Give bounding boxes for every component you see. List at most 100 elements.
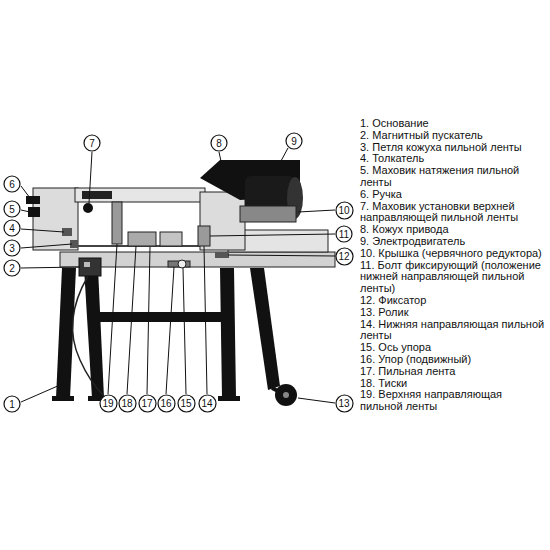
callout-number: 5 <box>9 204 15 215</box>
vise <box>128 232 156 246</box>
right-rear-leg <box>250 268 280 390</box>
part-name: 9. Электродвигатель <box>360 236 546 248</box>
part-name: 4. Толкатель <box>360 153 546 165</box>
callout-number: 16 <box>160 398 171 409</box>
callout-number: 1 <box>9 399 15 410</box>
leader-line <box>298 398 335 403</box>
part-name: 11. Болт фиксирующий (положение нижней н… <box>360 260 546 295</box>
callout-number: 18 <box>121 398 132 409</box>
callout-circle: 13 <box>335 394 354 413</box>
callout-number: 8 <box>216 138 222 149</box>
callout-number: 4 <box>9 223 15 234</box>
circle-shape <box>4 396 20 412</box>
leader-line <box>21 186 30 198</box>
callout-circle: 2 <box>3 259 21 277</box>
leader-line <box>21 267 80 268</box>
name-plate <box>82 191 112 199</box>
callout-number: 10 <box>338 205 349 216</box>
leader-line <box>21 244 72 248</box>
callout-circle: 3 <box>3 239 21 257</box>
part-name: 2. Магнитный пускатель <box>360 130 546 142</box>
parts-legend: 1. Основание2. Магнитный пускатель3. Пет… <box>360 118 546 413</box>
callout-circle: 19 <box>99 394 118 413</box>
part-name: 10. Крышка (червячного редуктора) <box>360 248 546 260</box>
magnetic-starter <box>79 258 101 276</box>
circle-shape <box>100 395 117 412</box>
vise-jaw <box>160 232 182 246</box>
part-name: 3. Петля кожуха пильной ленты <box>360 142 546 154</box>
callout-number: 19 <box>102 398 113 409</box>
callout-circle: 14 <box>198 394 217 413</box>
leader-line <box>127 246 136 394</box>
callout-number: 9 <box>291 136 297 147</box>
part-name: 15. Ось упора <box>360 342 546 354</box>
circle-shape <box>4 260 20 276</box>
circle-shape <box>286 133 302 149</box>
callout-circle: 1 <box>3 395 21 413</box>
top-beam <box>75 188 205 202</box>
foot-plate <box>52 396 74 401</box>
part-name: 1. Основание <box>360 118 546 130</box>
leader-line <box>89 152 92 203</box>
part-name: 14. Нижняя направляющая пильной ленты <box>360 319 546 343</box>
callout-number: 2 <box>9 263 15 274</box>
part-name: 18. Тиски <box>360 378 546 390</box>
left-rear-leg <box>84 268 104 398</box>
callout-number: 13 <box>338 398 349 409</box>
circle-shape <box>336 248 353 265</box>
callout-number: 15 <box>180 398 191 409</box>
leader-lines <box>21 148 335 403</box>
leader-line <box>275 148 288 172</box>
circle-shape <box>139 395 156 412</box>
starter-button <box>84 262 90 267</box>
work-stop <box>168 261 190 267</box>
leader-line <box>210 234 335 236</box>
circle-shape <box>178 395 195 412</box>
circle-shape <box>336 226 352 242</box>
callout-number: 3 <box>9 243 15 254</box>
part-name: 17. Пильная лента <box>360 366 546 378</box>
roller-wheel <box>275 384 297 406</box>
lock <box>215 252 229 258</box>
circle-shape <box>211 135 227 151</box>
power-cable <box>73 276 104 396</box>
callout-circle: 7 <box>83 134 101 152</box>
stop-axle <box>178 260 186 268</box>
circle-shape <box>158 395 175 412</box>
callout-circle: 8 <box>210 134 228 152</box>
leader-line <box>147 247 150 394</box>
callout-circle: 9 <box>285 132 303 150</box>
callout-circle: 15 <box>177 394 196 413</box>
part-name: 6. Ручка <box>360 189 546 201</box>
callout-circle: 12 <box>335 247 354 266</box>
callout-circle: 5 <box>3 200 21 218</box>
circle-shape <box>4 201 20 217</box>
callout-number: 6 <box>9 179 15 190</box>
right-front-leg <box>220 268 236 398</box>
leader-line <box>21 210 30 212</box>
circle-shape <box>4 220 20 236</box>
leader-line <box>108 244 117 394</box>
wheel-hub <box>283 392 289 398</box>
part-name: 19. Верхняя направляющая пильной ленты <box>360 389 546 413</box>
part-name: 5. Маховик натяжения пильной ленты <box>360 165 546 189</box>
gearbox-cover <box>240 206 296 222</box>
handle <box>26 196 40 204</box>
leader-line <box>228 255 335 256</box>
upper-blade-guide <box>112 202 122 244</box>
callout-circle: 17 <box>138 394 157 413</box>
leader-line <box>166 267 174 394</box>
part-name: 7. Маховик установки верхней направляюще… <box>360 201 546 225</box>
leader-line <box>204 246 207 394</box>
guide-handwheel <box>83 203 93 213</box>
part-name: 13. Ролик <box>360 307 546 319</box>
callout-circle: 18 <box>118 394 137 413</box>
callout-number: 12 <box>338 251 349 262</box>
callout-circle: 4 <box>3 219 21 237</box>
circle-shape <box>4 176 20 192</box>
callout-circle: 16 <box>157 394 176 413</box>
leader-line <box>219 152 222 166</box>
leader-line <box>183 268 186 394</box>
circle-shape <box>336 395 353 412</box>
